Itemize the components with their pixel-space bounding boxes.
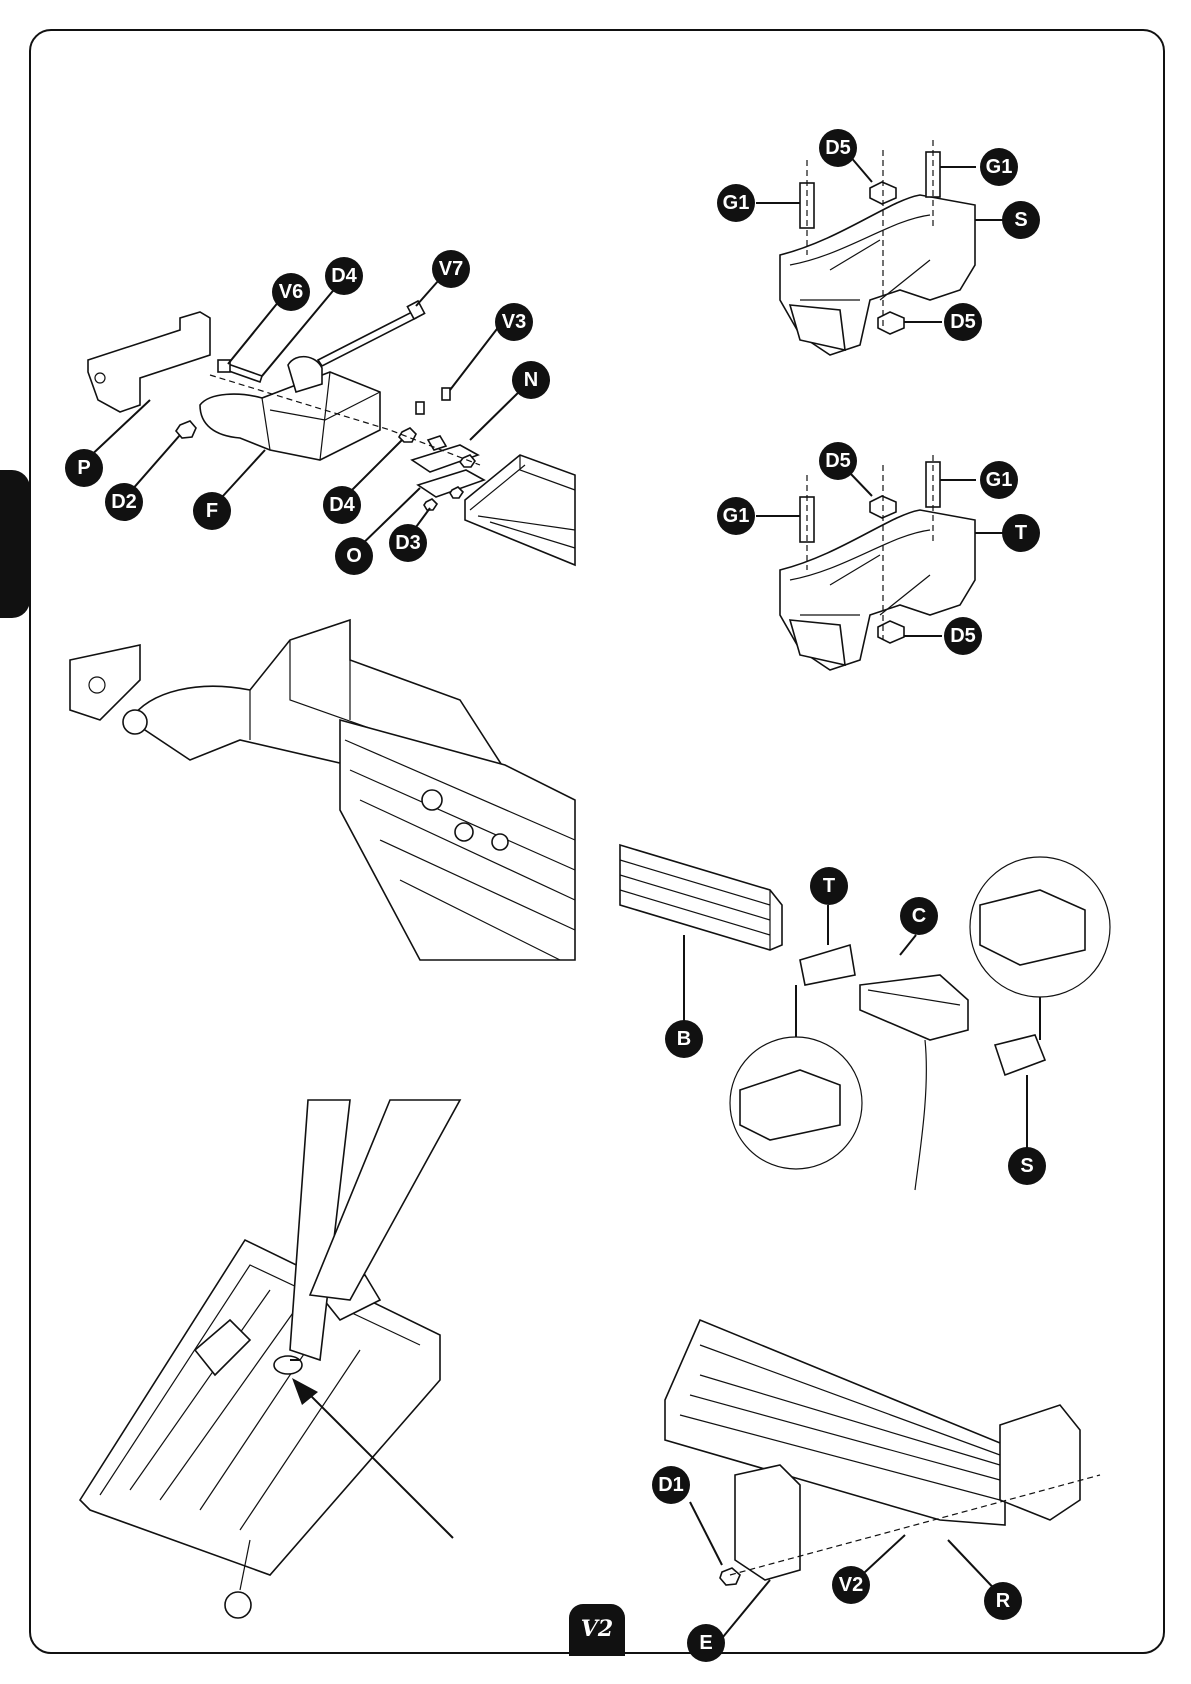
- callout-label: G1: [717, 184, 755, 222]
- svg-text:C: C: [912, 905, 926, 927]
- callout-label: D4: [325, 257, 363, 295]
- figure-rail-carriage: [620, 845, 1110, 1190]
- svg-text:D5: D5: [825, 450, 851, 472]
- figure-rail-end: [665, 1320, 1100, 1643]
- svg-text:G1: G1: [723, 505, 750, 527]
- svg-text:D5: D5: [950, 625, 976, 647]
- callout-label: B: [665, 1020, 703, 1058]
- callout-label: D5: [944, 617, 982, 655]
- callout-label: D4: [323, 486, 361, 524]
- svg-text:D5: D5: [950, 311, 976, 333]
- svg-text:G1: G1: [986, 469, 1013, 491]
- svg-text:D3: D3: [395, 532, 421, 554]
- callout-label: D1: [652, 1466, 690, 1504]
- callout-label: V2: [832, 1566, 870, 1604]
- callout-label: G1: [980, 461, 1018, 499]
- callout-label: V6: [272, 273, 310, 311]
- figure-bracket-assembled: [70, 620, 575, 960]
- callout-label: V7: [432, 250, 470, 288]
- svg-text:E: E: [699, 1632, 712, 1654]
- callout-label: V3: [495, 303, 533, 341]
- callout-label: T: [810, 867, 848, 905]
- svg-text:V6: V6: [279, 281, 303, 303]
- svg-text:G1: G1: [986, 156, 1013, 178]
- svg-text:P: P: [77, 457, 90, 479]
- svg-text:D4: D4: [331, 265, 357, 287]
- figure-carriage-screwdriver: [80, 1100, 460, 1618]
- svg-text:T: T: [1015, 522, 1027, 544]
- callout-label: F: [193, 492, 231, 530]
- svg-text:D2: D2: [111, 491, 137, 513]
- svg-text:R: R: [996, 1590, 1011, 1612]
- callout-label: G1: [717, 497, 755, 535]
- callout-label: S: [1008, 1147, 1046, 1185]
- callout-label: R: [984, 1582, 1022, 1620]
- svg-text:B: B: [677, 1028, 691, 1050]
- callout-label: S: [1002, 201, 1040, 239]
- callout-label: O: [335, 537, 373, 575]
- svg-text:O: O: [346, 545, 362, 567]
- svg-text:T: T: [823, 875, 835, 897]
- svg-text:F: F: [206, 500, 218, 522]
- callout-label: E: [687, 1624, 725, 1662]
- svg-text:V7: V7: [439, 258, 463, 280]
- svg-text:D4: D4: [329, 494, 355, 516]
- svg-text:G1: G1: [723, 192, 750, 214]
- svg-text:D5: D5: [825, 137, 851, 159]
- callout-label: D5: [819, 442, 857, 480]
- callout-label: D5: [819, 129, 857, 167]
- svg-text:V3: V3: [502, 311, 526, 333]
- callout-label: D2: [105, 483, 143, 521]
- callout-label: N: [512, 361, 550, 399]
- callout-label: C: [900, 897, 938, 935]
- callout-label: T: [1002, 514, 1040, 552]
- callout-label: P: [65, 449, 103, 487]
- svg-text:S: S: [1014, 209, 1027, 231]
- svg-text:N: N: [524, 369, 538, 391]
- svg-text:D1: D1: [658, 1474, 684, 1496]
- svg-text:S: S: [1020, 1155, 1033, 1177]
- callout-label: G1: [980, 148, 1018, 186]
- callout-label: D3: [389, 524, 427, 562]
- svg-text:V2: V2: [839, 1574, 863, 1596]
- callout-label: D5: [944, 303, 982, 341]
